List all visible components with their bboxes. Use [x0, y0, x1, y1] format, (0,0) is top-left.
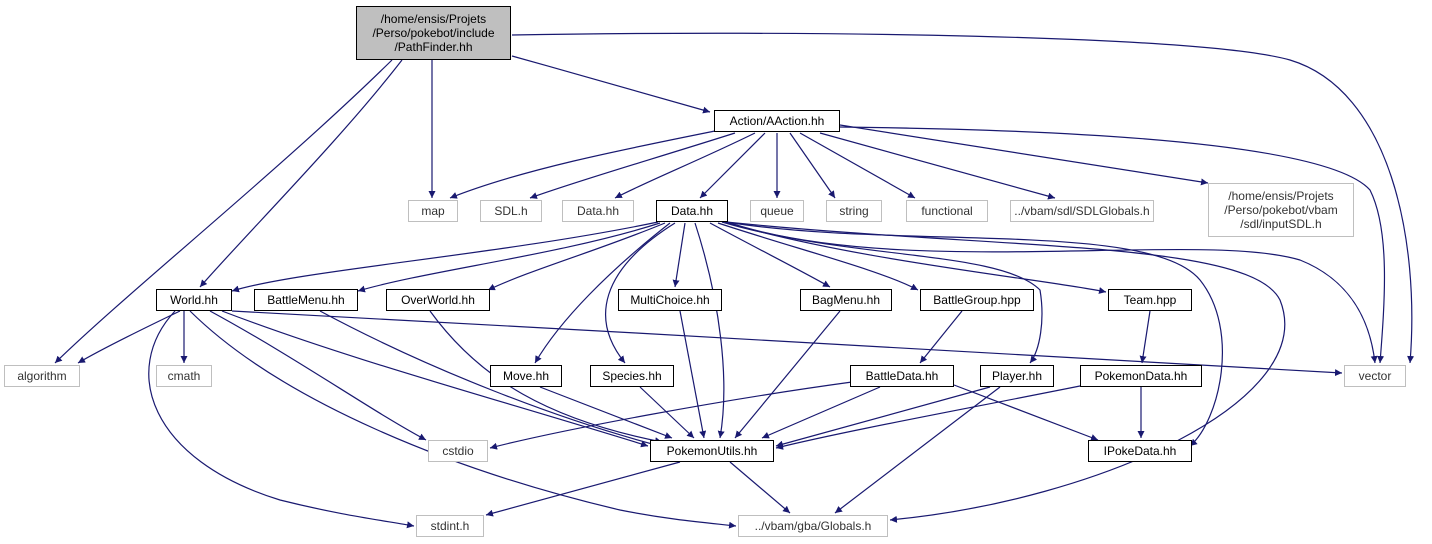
node-map: map — [408, 200, 458, 222]
edge-data-to-battlegroup — [717, 222, 919, 291]
node-stdint: stdint.h — [416, 515, 484, 537]
node-vector: vector — [1344, 365, 1406, 387]
edge-player-to-globals — [834, 386, 1001, 514]
edge-battledata-to-pokemonutils — [761, 386, 881, 439]
node-aaction[interactable]: Action/AAction.hh — [714, 110, 840, 132]
edge-world-to-algorithm — [77, 310, 181, 364]
node-queue: queue — [750, 200, 804, 222]
edge-data-to-globals — [725, 221, 1286, 523]
edge-data-to-battlemenu — [357, 222, 661, 293]
edge-aaction-to-data — [699, 132, 766, 199]
edge-data-to-world — [231, 221, 659, 293]
edge-aaction-to-map — [449, 129, 721, 199]
edge-move-to-pokemonutils — [539, 386, 673, 439]
node-data-hh-external: Data.hh — [562, 200, 634, 222]
edge-multichoice-to-pokemonutils — [679, 310, 707, 439]
edge-pokemondata-to-pokemonutils — [775, 384, 1086, 450]
node-cmath: cmath — [156, 365, 212, 387]
edge-battlemenu-to-pokemonutils — [319, 310, 661, 448]
node-sdl-h: SDL.h — [480, 200, 542, 222]
node-sdlglobals: ../vbam/sdl/SDLGlobals.h — [1010, 200, 1154, 222]
node-move[interactable]: Move.hh — [490, 365, 562, 387]
node-functional: functional — [906, 200, 988, 222]
edge-aaction-to-sdlglobals — [819, 132, 1056, 200]
edge-player-to-pokemonutils — [775, 386, 991, 448]
edge-pathfinder-to-algorithm — [54, 59, 393, 364]
node-team[interactable]: Team.hpp — [1108, 289, 1192, 311]
node-multichoice[interactable]: MultiChoice.hh — [618, 289, 722, 311]
edge-aaction-to-sdl — [529, 132, 736, 199]
node-player[interactable]: Player.hh — [980, 365, 1054, 387]
edge-bagmenu-to-pokemonutils — [734, 310, 841, 439]
edge-data-to-bagmenu — [709, 222, 831, 288]
edge-overworld-to-pokemonutils — [429, 310, 663, 445]
node-algorithm: algorithm — [4, 365, 80, 387]
node-battledata[interactable]: BattleData.hh — [850, 365, 954, 387]
edge-pathfinder-to-vector — [511, 32, 1415, 364]
edge-data-to-multichoice — [672, 222, 686, 288]
node-species[interactable]: Species.hh — [590, 365, 674, 387]
edge-pokemonutils-to-globals — [729, 461, 791, 514]
edge-pathfinder-to-world — [199, 59, 403, 288]
node-pokemondata[interactable]: PokemonData.hh — [1080, 365, 1202, 387]
edge-data-to-overworld — [487, 222, 666, 291]
edge-world-to-cstdio — [209, 310, 427, 441]
edge-world-to-vector — [231, 310, 1343, 377]
edge-world-to-globals — [189, 310, 737, 529]
edge-aaction-to-data-ext — [614, 132, 756, 199]
edge-pokemonutils-to-stdint — [485, 461, 681, 517]
edge-data-to-move — [534, 222, 671, 364]
node-pokemonutils[interactable]: PokemonUtils.hh — [650, 440, 774, 462]
node-inputsdl: /home/ensis/Projets /Perso/pokebot/vbam … — [1208, 183, 1354, 237]
node-ipokedata[interactable]: IPokeData.hh — [1088, 440, 1192, 462]
edge-species-to-pokemonutils — [639, 386, 695, 439]
edge-data-to-team — [724, 221, 1107, 294]
node-bagmenu[interactable]: BagMenu.hh — [800, 289, 892, 311]
edge-world-to-pokemonutils — [221, 310, 649, 448]
node-root-pathfinder[interactable]: /home/ensis/Projets /Perso/pokebot/inclu… — [356, 6, 511, 60]
node-overworld[interactable]: OverWorld.hh — [386, 289, 490, 311]
edge-aaction-to-vector — [839, 126, 1386, 364]
edge-data-to-ipokedata — [725, 221, 1223, 447]
node-cstdio: cstdio — [428, 440, 488, 462]
node-data-hh[interactable]: Data.hh — [656, 200, 728, 222]
edge-team-to-pokemondata — [1139, 310, 1151, 364]
edge-battlegroup-to-battledata — [919, 310, 963, 364]
edge-pathfinder-to-aaction — [511, 55, 711, 114]
edge-data-to-vector — [726, 221, 1378, 364]
edge-world-to-stdint — [148, 310, 415, 529]
node-globals: ../vbam/gba/Globals.h — [738, 515, 888, 537]
node-battlegroup[interactable]: BattleGroup.hpp — [920, 289, 1034, 311]
node-string: string — [826, 200, 882, 222]
edge-aaction-to-inputsdl — [839, 124, 1209, 186]
node-battlemenu[interactable]: BattleMenu.hh — [254, 289, 358, 311]
edge-aaction-to-functional — [799, 132, 916, 199]
edge-battledata-to-cstdio — [489, 381, 853, 450]
edge-data-to-species — [605, 222, 676, 364]
edge-aaction-to-string — [789, 132, 836, 199]
node-world[interactable]: World.hh — [156, 289, 232, 311]
edge-battledata-to-ipokedata — [953, 384, 1099, 441]
